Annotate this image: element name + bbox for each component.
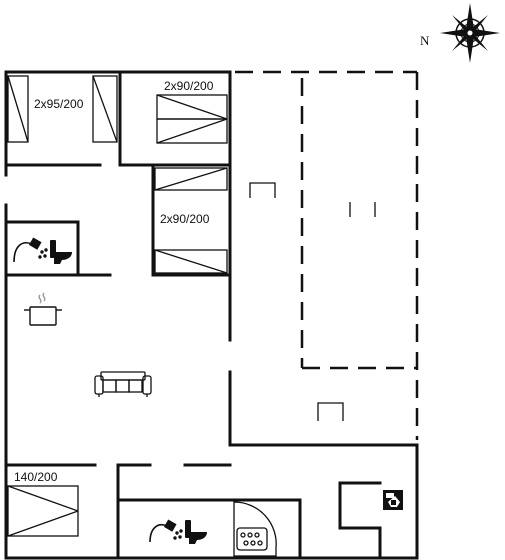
bedroom-4-bed-label: 140/200 xyxy=(14,470,58,484)
sauna-icon xyxy=(233,501,277,557)
sofa-icon xyxy=(94,371,152,397)
bedroom-3-bed-label: 2x90/200 xyxy=(160,212,210,226)
bed xyxy=(154,167,228,191)
bedroom-1-bed-label: 2x95/200 xyxy=(34,97,84,111)
compass-north-label: N xyxy=(420,33,430,48)
bedroom-2-bed-label: 2x90/200 xyxy=(164,79,214,93)
cooking-pot-icon xyxy=(24,292,62,326)
shower-icon xyxy=(13,237,48,263)
bedroom-3 xyxy=(154,167,228,274)
compass-rose-icon xyxy=(440,3,500,63)
washing-machine-icon xyxy=(383,490,403,510)
toilet-icon xyxy=(185,520,207,544)
walls xyxy=(4,70,419,560)
bed xyxy=(154,249,228,274)
bed xyxy=(156,94,228,120)
toilet-icon xyxy=(50,240,72,264)
terrace-outline xyxy=(235,70,419,440)
chair-icon xyxy=(249,182,276,198)
bedroom-4 xyxy=(7,485,79,537)
terrace-marks xyxy=(349,202,376,217)
bed xyxy=(7,485,79,537)
bedroom-1 xyxy=(7,75,118,143)
bedroom-2 xyxy=(156,94,228,144)
chair-icon xyxy=(317,402,344,421)
bed xyxy=(7,75,29,143)
bed xyxy=(92,75,118,143)
compass: N xyxy=(420,3,500,63)
shower-icon xyxy=(149,519,183,543)
bed xyxy=(156,118,228,144)
